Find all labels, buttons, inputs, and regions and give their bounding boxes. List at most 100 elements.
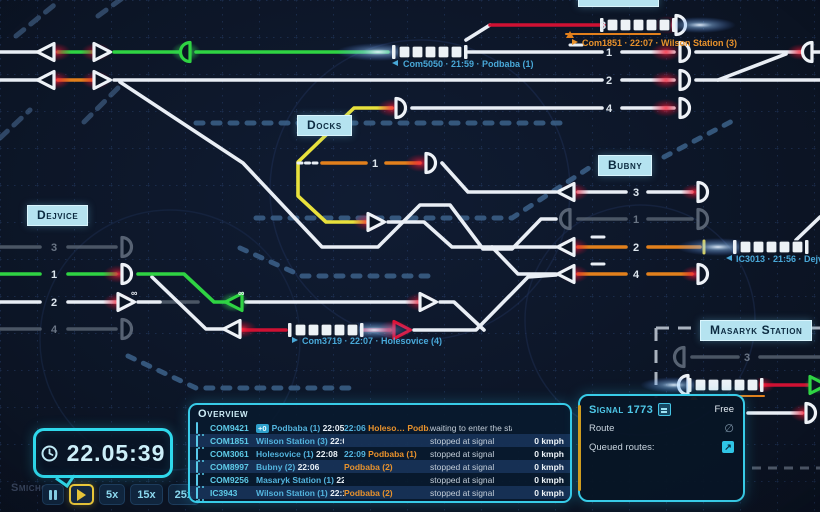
route-label: Route — [589, 423, 615, 434]
game-clock: 22.05:39 — [33, 428, 173, 478]
next-stop-cell: 22:09 Podbaba (1) — [344, 448, 417, 459]
station-label-holesovice: Holesovice — [578, 0, 660, 7]
signal-d-right[interactable] — [696, 262, 710, 286]
train-icon — [196, 421, 210, 434]
station-label-dejvice: Dejvice — [27, 205, 89, 226]
train-com1851[interactable] — [599, 17, 677, 33]
origin-cell: Wilson Station (1) 22:13 — [256, 487, 344, 498]
signal-d-right[interactable] — [424, 151, 438, 175]
speed-15x-button[interactable]: 15x — [130, 484, 163, 505]
speed-5x-button[interactable]: 5x — [99, 484, 126, 505]
origin-cell: Masaryk Station (1) 22:11 — [256, 474, 344, 485]
signal-d-left-dim[interactable] — [558, 207, 572, 231]
signal-d-right-dim[interactable] — [120, 317, 134, 341]
train-ic3013[interactable] — [732, 239, 810, 255]
train-masaryk[interactable] — [687, 377, 765, 393]
signal-d-right[interactable] — [394, 96, 408, 120]
train-row[interactable]: COM3061 Holesovice (1) 22:08 22:09 Podbaba… — [190, 447, 570, 460]
track-number-dim: 4 — [51, 324, 58, 336]
overview-title: Overview — [198, 408, 249, 420]
signal-d-right[interactable] — [678, 96, 692, 120]
train-com5050[interactable] — [391, 44, 469, 60]
origin-cell: Wilson Station (3) 22:07 — [256, 435, 344, 446]
origin-cell: Holesovice (1) 22:08 — [256, 448, 338, 459]
train-label-com1851: Com1851 · 22:07 · Wilson Station (3) — [582, 38, 737, 48]
train-status: stopped at signal — [430, 435, 495, 446]
train-speed: 0 kmph — [534, 487, 564, 498]
signal-d-right-dim[interactable] — [696, 207, 710, 231]
track-number: 3 — [633, 187, 639, 199]
next-stop-cell: 22:08 Dejvice (1) — [344, 501, 430, 502]
play-icon — [77, 488, 86, 501]
train-icon — [196, 499, 210, 501]
clock-icon — [41, 445, 58, 461]
track-number: 4 — [606, 103, 613, 115]
infinity-marker: ∞ — [238, 288, 245, 298]
track-number-dim: 1 — [633, 214, 639, 226]
train-id: COM8997 — [210, 461, 249, 472]
train-status: stopped at signal — [430, 448, 495, 459]
train-label-com5050: Com5050 · 21:59 · Podbaba (1) — [403, 59, 534, 69]
train-icon — [196, 434, 210, 447]
train-speed: 0 kmph — [534, 474, 564, 485]
station-label-masaryk: Masaryk Station — [700, 320, 813, 341]
train-id: COM3719 — [210, 501, 256, 502]
infinity-marker: ∞ — [131, 288, 138, 298]
track-number: 1 — [606, 47, 612, 59]
signal-d-left[interactable] — [800, 40, 814, 64]
train-speed: 40 kmph — [512, 501, 565, 502]
signal-d-right[interactable] — [696, 180, 710, 204]
speed-controls: 5x 15x 25x — [42, 484, 200, 505]
train-speed: 0 kmph — [534, 448, 564, 459]
signal-d-right[interactable] — [804, 401, 818, 425]
signal-d-left-green[interactable] — [178, 40, 192, 64]
train-label-ic3013: IC3013 · 21:56 · Dejvice (1) — [736, 254, 820, 264]
next-stop-cell: 22:06 Holeso… Podb… — [344, 422, 430, 433]
signal-panel-title: Signal 1773 — [589, 403, 654, 416]
station-label-docks: Docks — [297, 115, 352, 136]
signal-d-right[interactable] — [678, 68, 692, 92]
next-stop-cell: Podbaba (2) — [344, 461, 393, 472]
train-status: waiting to enter the station — [430, 422, 512, 433]
train-id: COM9421 — [210, 422, 249, 433]
delay-badge: +0 — [256, 423, 269, 433]
train-id: COM3061 — [210, 448, 249, 459]
signal-panel: Signal 1773 Free Route ∅ Queued routes: … — [578, 394, 745, 502]
track-number: 1 — [51, 269, 57, 281]
track-number: 4 — [633, 269, 640, 281]
signal-d-right[interactable] — [120, 262, 134, 286]
train-row[interactable]: COM3719Holesovice (4) 22:0722:08 Dejvice… — [190, 499, 570, 502]
train-icon — [196, 447, 210, 460]
pause-button[interactable] — [42, 484, 64, 505]
train-speed: 0 kmph — [534, 461, 564, 472]
play-button[interactable] — [69, 484, 94, 505]
add-queued-route-icon[interactable]: ↗ — [722, 441, 734, 453]
track-number: 1 — [372, 158, 378, 170]
train-id: IC3943 — [210, 487, 238, 498]
empty-route-icon: ∅ — [724, 422, 734, 435]
train-com3719[interactable] — [287, 322, 365, 338]
queued-routes-label: Queued routes: — [589, 441, 655, 453]
train-icon — [196, 486, 210, 499]
track-number: 2 — [606, 75, 612, 87]
track-number: 3 — [600, 20, 606, 32]
next-stop-cell: Podbaba (2) — [344, 487, 393, 498]
train-id: COM1851 — [210, 435, 249, 446]
train-icon — [196, 473, 210, 486]
train-status: stopped at signal — [430, 487, 495, 498]
train-status: stopped at signal — [430, 474, 495, 485]
signal-status: Free — [714, 404, 734, 415]
signal-d-right-dim[interactable] — [120, 235, 134, 259]
signal-d-left-dim[interactable] — [672, 345, 686, 369]
train-row[interactable]: COM1851 Wilson Station (3) 22:07 stopped a… — [190, 434, 570, 447]
signal-routes-icon[interactable] — [658, 403, 672, 416]
train-status: stopped at signal — [430, 461, 495, 472]
station-label-bubny: Bubny — [598, 155, 653, 176]
train-row[interactable]: IC3943 Wilson Station (1) 22:13Podbaba (2… — [190, 486, 570, 499]
